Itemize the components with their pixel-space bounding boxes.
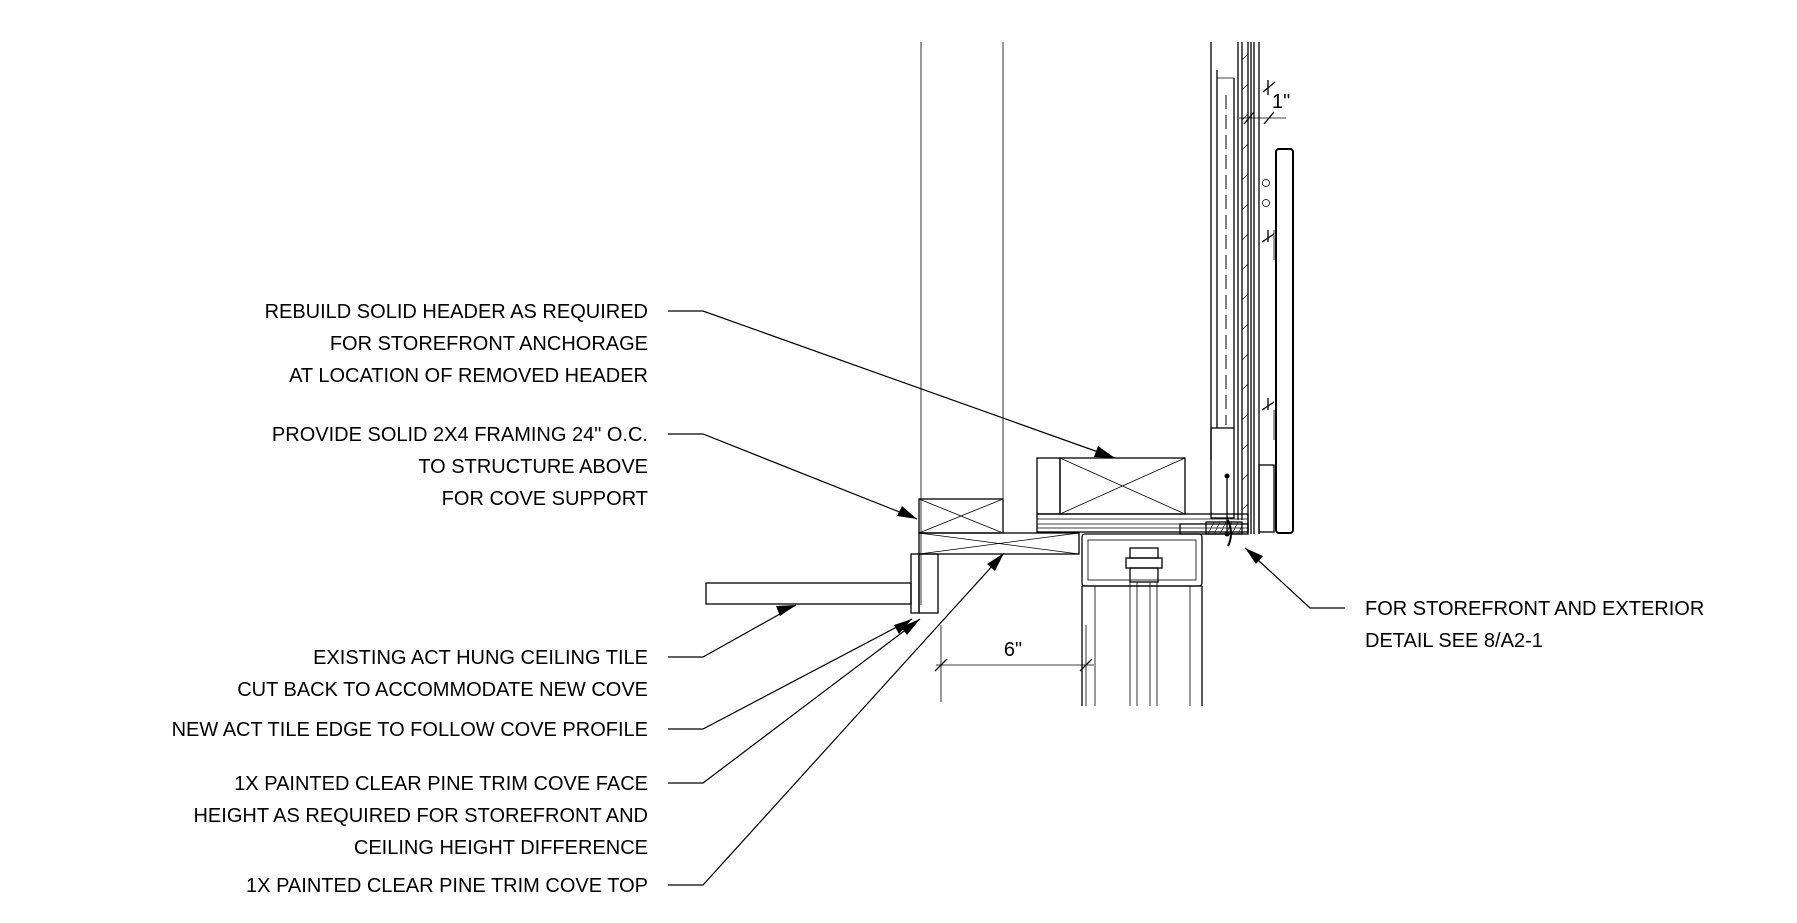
note-header-line-3: AT LOCATION OF REMOVED HEADER xyxy=(289,365,648,387)
leader-arrowheads xyxy=(776,446,1263,635)
storefront-frame xyxy=(1081,533,1203,706)
framing-block-2x4 xyxy=(918,498,1004,534)
note-tile-edge: NEW ACT TILE EDGE TO FOLLOW COVE PROFILE xyxy=(172,719,648,741)
act-ceiling-tile xyxy=(705,582,912,605)
note-storefront-line-2: DETAIL SEE 8/A2-1 xyxy=(1365,630,1543,652)
note-storefront: FOR STOREFRONT AND EXTERIOR DETAIL SEE 8… xyxy=(1365,598,1704,652)
note-tile-edge-line-1: NEW ACT TILE EDGE TO FOLLOW COVE PROFILE xyxy=(172,719,648,741)
note-framing: PROVIDE SOLID 2X4 FRAMING 24" O.C. TO ST… xyxy=(272,424,648,510)
dimension-1in: 1" xyxy=(1239,91,1290,125)
dimension-1in-label: 1" xyxy=(1272,91,1290,113)
note-cove-face-line-3: CEILING HEIGHT DIFFERENCE xyxy=(354,837,648,859)
note-ceiling-tile-line-1: EXISTING ACT HUNG CEILING TILE xyxy=(313,647,648,669)
cove-top-trim xyxy=(918,532,1080,555)
note-cove-top-line-1: 1X PAINTED CLEAR PINE TRIM COVE TOP xyxy=(246,875,648,897)
note-ceiling-tile: EXISTING ACT HUNG CEILING TILE CUT BACK … xyxy=(237,647,648,701)
note-header: REBUILD SOLID HEADER AS REQUIRED FOR STO… xyxy=(265,301,648,387)
note-cove-face-line-1: 1X PAINTED CLEAR PINE TRIM COVE FACE xyxy=(234,773,648,795)
note-cove-face: 1X PAINTED CLEAR PINE TRIM COVE FACE HEI… xyxy=(193,773,648,859)
note-ceiling-tile-line-2: CUT BACK TO ACCOMMODATE NEW COVE xyxy=(237,679,648,701)
exterior-wall xyxy=(1205,42,1294,547)
note-framing-line-1: PROVIDE SOLID 2X4 FRAMING 24" O.C. xyxy=(272,424,648,446)
solid-header xyxy=(1036,457,1186,515)
note-framing-line-2: TO STRUCTURE ABOVE xyxy=(418,456,648,478)
note-framing-line-3: FOR COVE SUPPORT xyxy=(442,488,648,510)
dimension-6in-label: 6" xyxy=(1004,639,1022,661)
stud-lines xyxy=(920,42,1004,605)
head-plate xyxy=(1036,513,1249,535)
note-cove-top: 1X PAINTED CLEAR PINE TRIM COVE TOP xyxy=(246,875,648,897)
note-header-line-2: FOR STOREFRONT ANCHORAGE xyxy=(330,333,648,355)
note-header-line-1: REBUILD SOLID HEADER AS REQUIRED xyxy=(265,301,648,323)
note-storefront-line-1: FOR STOREFRONT AND EXTERIOR xyxy=(1365,598,1704,620)
dimension-6in: 6" xyxy=(934,625,1094,706)
leader-lines xyxy=(668,310,1345,886)
note-cove-face-line-2: HEIGHT AS REQUIRED FOR STOREFRONT AND xyxy=(193,805,648,827)
cove-face-trim xyxy=(910,553,939,614)
